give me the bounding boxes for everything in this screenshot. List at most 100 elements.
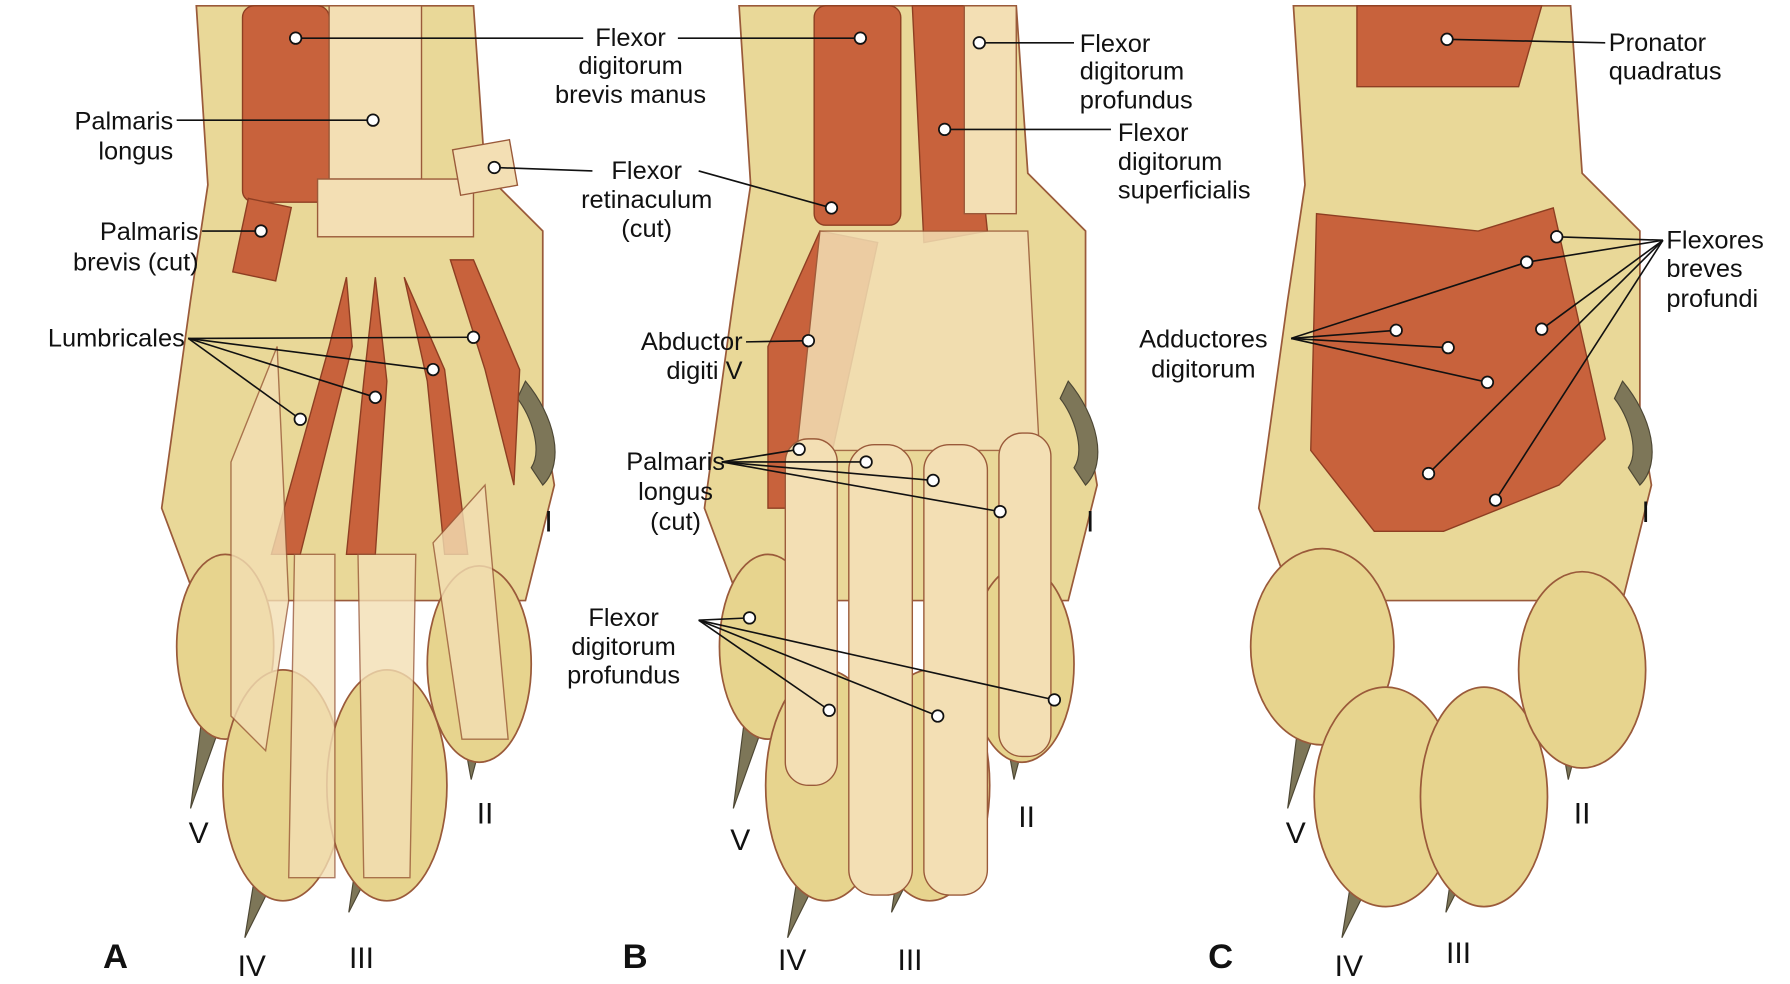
pointer-dot <box>466 330 481 344</box>
leader-line <box>721 461 1001 513</box>
leader-line <box>721 448 800 463</box>
digit-label: II <box>1574 797 1591 830</box>
pointer-dot <box>1520 255 1534 269</box>
leader-line <box>746 339 809 343</box>
pointer-dot <box>931 709 945 723</box>
pointer-dot <box>859 455 873 469</box>
leader-line <box>698 619 1055 701</box>
label-flexor-retinaculum: Flexor <box>611 157 682 185</box>
leader-line <box>188 336 474 340</box>
pointer-dot <box>742 611 757 625</box>
lumbricales-muscles <box>270 259 521 556</box>
label-abductor: digiti V <box>666 357 742 385</box>
pointer-dot <box>792 442 806 456</box>
digit-label: V <box>730 824 750 857</box>
leader-line <box>1427 239 1664 475</box>
leader-line <box>188 337 434 371</box>
leader-line <box>1494 239 1664 501</box>
pointer-dot <box>1535 322 1549 336</box>
digit-label: II <box>477 797 494 830</box>
pointer-dot <box>801 334 816 348</box>
panel-a <box>160 4 556 939</box>
label-palmaris-longus: Palmaris <box>74 107 173 135</box>
leader-line <box>494 166 593 172</box>
pointer-dot <box>254 224 268 238</box>
leader-line <box>721 461 934 482</box>
pointer-dot <box>824 201 839 215</box>
pointer-dot <box>1389 323 1403 337</box>
label-fdp-top: profundus <box>1080 87 1193 115</box>
panel-letter: A <box>103 938 128 976</box>
label-fds: Flexor <box>1118 119 1189 147</box>
label-fds: superficialis <box>1118 177 1251 205</box>
pointer-dot <box>853 31 867 45</box>
leader-line <box>1541 239 1664 330</box>
panel-b <box>703 4 1099 939</box>
digit-label: I <box>1086 505 1094 538</box>
label-abductor: Abductor <box>641 328 743 356</box>
label-fdp-top: digitorum <box>1080 58 1184 86</box>
label-lumbricales: Lumbricales <box>48 324 185 352</box>
digit-label: IV <box>238 950 266 983</box>
pointer-dot <box>293 412 307 426</box>
leader-line <box>698 617 750 621</box>
panel-c <box>1249 4 1653 939</box>
digit-label: II <box>1018 801 1035 834</box>
label-flexor-retinaculum: (cut) <box>621 215 672 243</box>
label-flexores: Flexores <box>1666 226 1763 254</box>
label-pronator: quadratus <box>1609 58 1722 86</box>
leader-line <box>698 619 939 717</box>
digit-label: III <box>1446 937 1471 970</box>
leader-line <box>1291 337 1449 349</box>
leader-line <box>1290 337 1488 384</box>
leader-line <box>698 619 830 711</box>
pointer-dot <box>1550 230 1564 244</box>
pointer-dot <box>993 504 1007 519</box>
label-palmaris-brevis: brevis (cut) <box>73 248 199 276</box>
leader-line <box>698 170 832 209</box>
leader-line <box>187 337 301 420</box>
label-fds: digitorum <box>1118 148 1222 176</box>
digit-label: I <box>1641 496 1649 529</box>
digit-label: IV <box>1335 950 1363 983</box>
pointer-dot <box>1421 466 1436 481</box>
label-flexores: profundi <box>1666 285 1758 313</box>
pointer-dot <box>938 122 952 137</box>
pointer-dot <box>1488 493 1503 507</box>
pointer-dot <box>366 113 380 127</box>
label-fdbm: digitorum <box>578 52 682 80</box>
digit-label: IV <box>778 944 806 977</box>
label-fdp-bottom: digitorum <box>571 633 675 661</box>
pointer-dot <box>972 36 986 50</box>
pointer-dot <box>926 473 940 488</box>
label-fdbm: brevis manus <box>555 81 706 109</box>
pointer-dot <box>822 703 836 717</box>
pointer-dot <box>1480 375 1495 389</box>
leader-line <box>1556 235 1663 242</box>
label-adductores: Adductores <box>1139 326 1267 354</box>
label-palmaris-longus-cut: Palmaris <box>626 448 725 476</box>
pointer-dot <box>1441 341 1455 355</box>
label-fdp-top: Flexor <box>1080 30 1151 58</box>
pointer-dot <box>1440 32 1454 46</box>
leader-line <box>1526 239 1664 263</box>
label-palmaris-brevis: Palmaris <box>100 218 199 246</box>
label-fdp-bottom: profundus <box>567 662 680 690</box>
label-adductores: digitorum <box>1151 356 1255 384</box>
label-flexor-retinaculum: retinaculum <box>581 186 712 214</box>
label-palmaris-longus-cut: (cut) <box>650 508 701 536</box>
pointer-dot <box>368 390 382 404</box>
pointer-dot <box>288 31 303 45</box>
label-palmaris-longus: longus <box>98 137 173 165</box>
digit-label: V <box>1286 817 1306 850</box>
leader-line <box>1291 329 1397 340</box>
panel-letter: B <box>623 938 648 976</box>
label-flexores: breves <box>1666 255 1742 283</box>
label-fdp-bottom: Flexor <box>588 604 659 632</box>
label-fdbm: Flexor <box>595 24 666 52</box>
leader-line <box>1446 38 1606 44</box>
digit-label: I <box>544 505 552 538</box>
digit-label: III <box>349 942 374 975</box>
